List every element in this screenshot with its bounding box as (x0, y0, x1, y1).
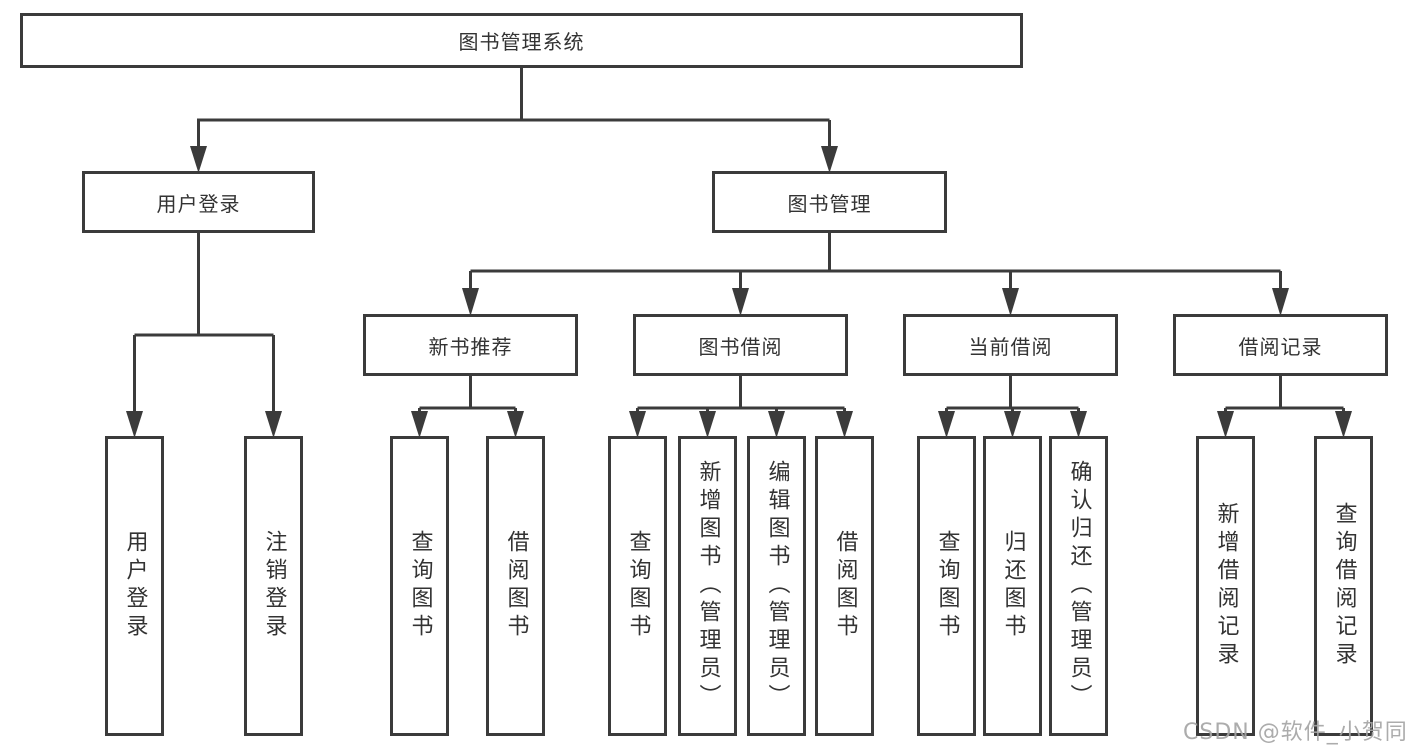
arrowhead (1070, 411, 1087, 438)
arrowhead (462, 288, 479, 316)
arrowhead (699, 411, 716, 438)
arrowhead (265, 411, 282, 438)
arrowhead (821, 146, 838, 173)
connector-borrow-records-to-leaves (1217, 376, 1352, 438)
arrowhead (1217, 411, 1234, 438)
arrowhead (732, 288, 749, 316)
node-user-login: 用户登录 (82, 171, 315, 233)
node-library-system: 图书管理系统 (20, 13, 1023, 68)
leaf-confirm-return-admin: 确认归还（管理员） (1049, 436, 1108, 736)
leaf-query-books-borrow: 查询图书 (608, 436, 667, 736)
arrowhead (190, 146, 207, 173)
arrowhead (126, 411, 143, 438)
leaf-add-books-admin: 新增图书（管理员） (678, 436, 737, 736)
arrowhead (768, 411, 785, 438)
arrowhead (1004, 411, 1021, 438)
node-book-management: 图书管理 (712, 171, 947, 233)
connector-new-book-recommend-to-leaves (411, 376, 524, 438)
connector-book-borrow-to-leaves (629, 376, 853, 438)
leaf-query-borrow-record: 查询借阅记录 (1314, 436, 1373, 736)
leaf-return-books: 归还图书 (983, 436, 1042, 736)
connector-user-login-to-leaves (126, 233, 282, 438)
connector-current-borrow-to-leaves (938, 376, 1087, 438)
leaf-borrow-books-recommend: 借阅图书 (486, 436, 545, 736)
leaf-logout: 注销登录 (244, 436, 303, 736)
leaf-borrow-books: 借阅图书 (815, 436, 874, 736)
leaf-edit-books-admin: 编辑图书（管理员） (747, 436, 806, 736)
leaf-query-books-recommend: 查询图书 (390, 436, 449, 736)
arrowhead (836, 411, 853, 438)
node-new-book-recommend: 新书推荐 (363, 314, 578, 376)
watermark: CSDN @软件_小贺同学 (1183, 720, 1405, 745)
arrowhead (411, 411, 428, 438)
node-book-borrow: 图书借阅 (633, 314, 848, 376)
connector-root-to-level2 (190, 68, 838, 173)
arrowhead (1272, 288, 1289, 316)
arrowhead (1335, 411, 1352, 438)
node-current-borrow: 当前借阅 (903, 314, 1118, 376)
leaf-add-borrow-record: 新增借阅记录 (1196, 436, 1255, 736)
connector-book-management-to-level3 (462, 233, 1289, 316)
arrowhead (1002, 288, 1019, 316)
leaf-user-login: 用户登录 (105, 436, 164, 736)
arrowhead (507, 411, 524, 438)
arrowhead (629, 411, 646, 438)
leaf-query-books-current: 查询图书 (917, 436, 976, 736)
arrowhead (938, 411, 955, 438)
node-borrow-records: 借阅记录 (1173, 314, 1388, 376)
